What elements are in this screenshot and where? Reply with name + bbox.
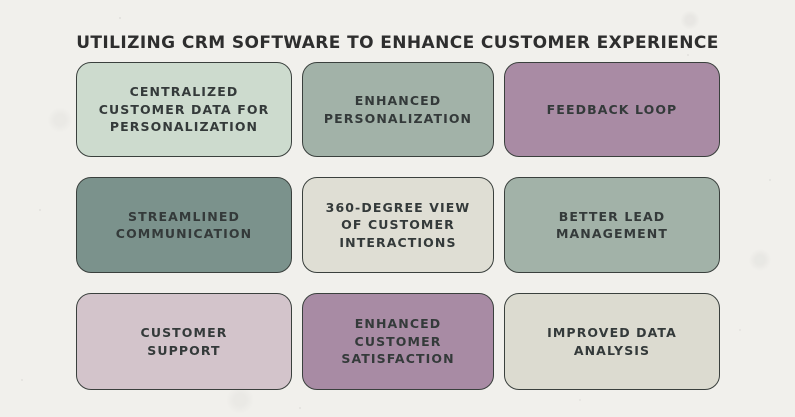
benefits-grid: CENTRALIZED CUSTOMER DATA FOR PERSONALIZ… [76,62,720,390]
card-label: 360-DEGREE VIEW OF CUSTOMER INTERACTIONS [325,199,471,250]
card-label: ENHANCED CUSTOMER SATISFACTION [341,316,455,367]
card-centralized-customer-data: CENTRALIZED CUSTOMER DATA FOR PERSONALIZ… [76,62,292,157]
card-label: FEEDBACK LOOP [546,101,678,117]
card-improved-data-analysis: IMPROVED DATA ANALYSIS [504,293,720,390]
page-title: UTILIZING CRM SOFTWARE TO ENHANCE CUSTOM… [76,33,719,54]
card-label: CENTRALIZED CUSTOMER DATA FOR PERSONALIZ… [98,84,270,135]
card-label: STREAMLINED COMMUNICATION [115,208,253,242]
card-streamlined-communication: STREAMLINED COMMUNICATION [76,177,292,273]
card-better-lead-management: BETTER LEAD MANAGEMENT [504,177,720,273]
card-customer-support: CUSTOMER SUPPORT [76,293,292,390]
card-enhanced-customer-satisfaction: ENHANCED CUSTOMER SATISFACTION [302,293,494,390]
card-label: CUSTOMER SUPPORT [140,325,228,358]
card-360-degree-view: 360-DEGREE VIEW OF CUSTOMER INTERACTIONS [302,177,494,273]
card-feedback-loop: FEEDBACK LOOP [504,62,720,157]
card-label: ENHANCED PERSONALIZATION [323,93,473,126]
card-label: BETTER LEAD MANAGEMENT [555,208,668,242]
card-enhanced-personalization: ENHANCED PERSONALIZATION [302,62,494,157]
card-label: IMPROVED DATA ANALYSIS [547,325,677,358]
